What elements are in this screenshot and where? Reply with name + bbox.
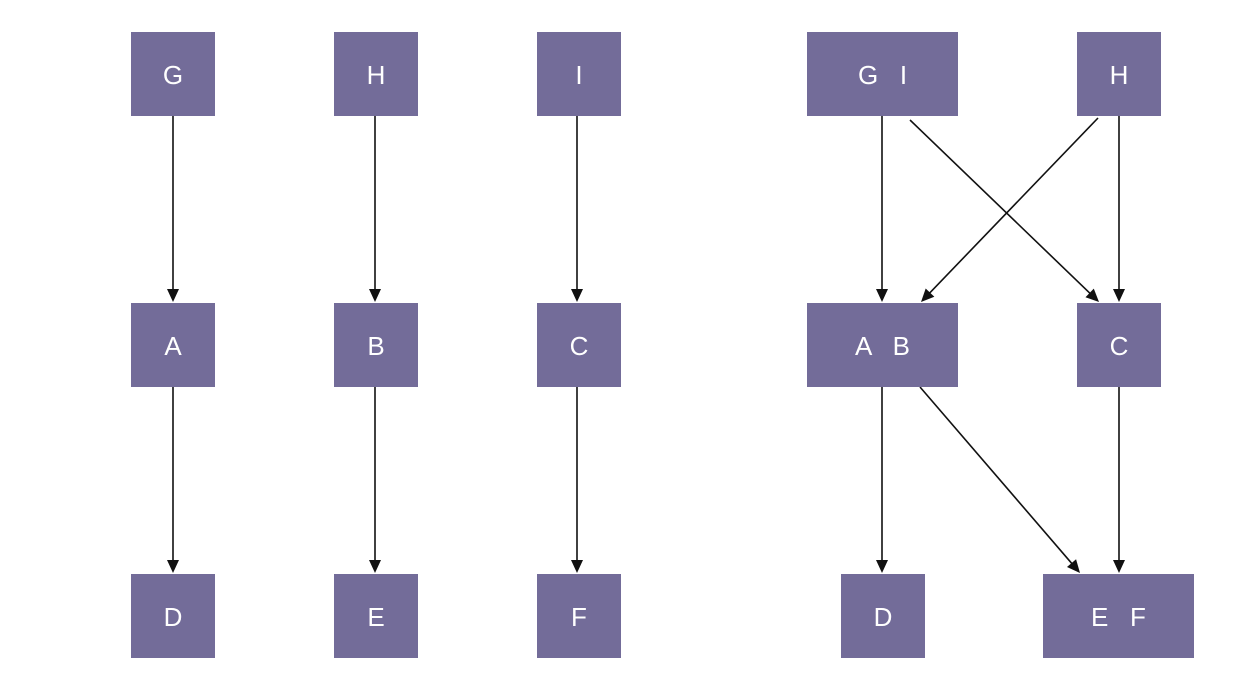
node-box: [334, 32, 418, 116]
node-box: [131, 574, 215, 658]
node-label: E F: [1091, 602, 1146, 632]
edge-right-ab-to-ef: [919, 386, 1080, 573]
node-box: [537, 303, 621, 387]
node-box: [1077, 32, 1161, 116]
node-label: G: [163, 60, 183, 90]
node-box: [334, 574, 418, 658]
node-label: C: [570, 331, 589, 361]
node-box: [131, 303, 215, 387]
node-left-h: H: [334, 32, 418, 116]
node-box: [1043, 574, 1194, 658]
edge-left-g-to-a: [167, 116, 179, 302]
arrowhead-icon: [167, 560, 179, 573]
node-left-c: C: [537, 303, 621, 387]
arrowhead-icon: [1113, 289, 1125, 302]
node-left-i: I: [537, 32, 621, 116]
edges-layer: [167, 116, 1125, 573]
arrowhead-icon: [1066, 559, 1080, 573]
node-label: B: [367, 331, 384, 361]
node-right-ab: A B: [807, 303, 958, 387]
node-right-h: H: [1077, 32, 1161, 116]
node-label: C: [1110, 331, 1129, 361]
node-left-a: A: [131, 303, 215, 387]
edge-left-h-to-b: [369, 116, 381, 302]
edge-right-h-to-ab: [921, 117, 1099, 302]
arrowhead-icon: [1085, 288, 1099, 302]
node-box: [131, 32, 215, 116]
node-label: A B: [855, 331, 910, 361]
edge-line: [919, 386, 1075, 566]
arrowhead-icon: [571, 289, 583, 302]
arrowhead-icon: [369, 289, 381, 302]
node-left-d: D: [131, 574, 215, 658]
node-right-d: D: [841, 574, 925, 658]
nodes-layer: G H I A B C D E F G I H A B C D E F: [131, 32, 1194, 658]
node-label: E: [367, 602, 384, 632]
edge-right-c-to-ef: [1113, 387, 1125, 573]
node-label: H: [1110, 60, 1129, 90]
node-label: H: [367, 60, 386, 90]
arrowhead-icon: [369, 560, 381, 573]
edge-right-gi-to-c: [909, 119, 1099, 302]
edge-right-h-to-c: [1113, 116, 1125, 302]
arrowhead-icon: [876, 289, 888, 302]
arrowhead-icon: [571, 560, 583, 573]
node-label: D: [874, 602, 893, 632]
node-label: I: [575, 60, 582, 90]
node-label: A: [164, 331, 182, 361]
node-box: [334, 303, 418, 387]
node-label: F: [571, 602, 587, 632]
node-right-ef: E F: [1043, 574, 1194, 658]
edge-left-a-to-d: [167, 387, 179, 573]
edge-left-c-to-f: [571, 387, 583, 573]
arrowhead-icon: [167, 289, 179, 302]
arrowhead-icon: [876, 560, 888, 573]
node-box: [807, 32, 958, 116]
node-box: [807, 303, 958, 387]
node-box: [841, 574, 925, 658]
node-right-c: C: [1077, 303, 1161, 387]
edge-right-gi-to-ab: [876, 116, 888, 302]
node-label: D: [164, 602, 183, 632]
edge-left-i-to-c: [571, 116, 583, 302]
edge-line: [927, 117, 1099, 296]
node-right-gi: G I: [807, 32, 958, 116]
node-left-f: F: [537, 574, 621, 658]
edge-line: [909, 119, 1093, 296]
edge-right-ab-to-d: [876, 387, 888, 573]
node-box: [537, 32, 621, 116]
edge-left-b-to-e: [369, 387, 381, 573]
arrowhead-icon: [1113, 560, 1125, 573]
node-left-e: E: [334, 574, 418, 658]
node-label: G I: [858, 60, 907, 90]
node-left-b: B: [334, 303, 418, 387]
node-box: [1077, 303, 1161, 387]
node-left-g: G: [131, 32, 215, 116]
arrowhead-icon: [921, 288, 935, 302]
node-box: [537, 574, 621, 658]
